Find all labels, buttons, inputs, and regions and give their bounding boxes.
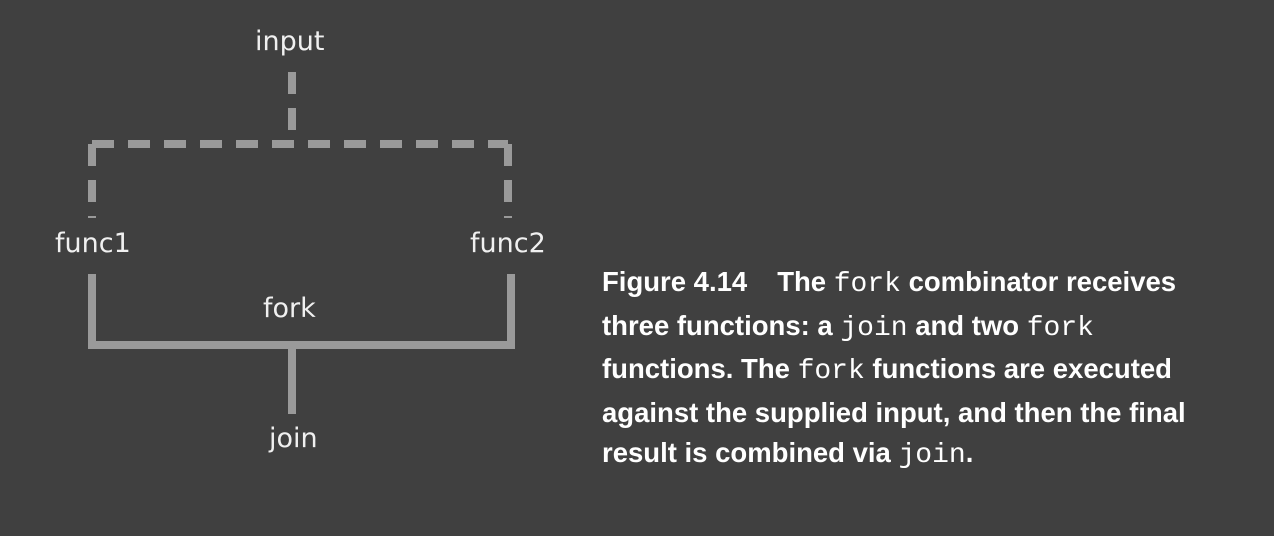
caption-code: fork (797, 356, 865, 387)
caption-code: join (840, 312, 908, 344)
caption-text: combinator receives (900, 266, 1177, 297)
caption-text: The (777, 266, 834, 297)
caption-line-5: result is combined via join. (602, 433, 1270, 477)
caption-text: functions. The (602, 353, 798, 384)
figure-number: Figure 4.14 (602, 266, 748, 297)
caption-line-3: functions. The fork functions are execut… (602, 349, 1270, 393)
caption-text: functions are executed (864, 353, 1172, 384)
caption-text: and two (907, 309, 1027, 341)
caption-code: join (898, 440, 966, 471)
caption-line-2: three functions: a join and two fork (602, 306, 1270, 350)
caption-code: fork (833, 269, 901, 300)
caption-line-4: against the supplied input, and then the… (602, 396, 1186, 428)
caption-text: . (965, 437, 974, 468)
solid-fork-connector (88, 274, 515, 414)
caption-code: fork (1026, 312, 1094, 344)
func2-label: func2 (470, 228, 546, 259)
func1-label: func1 (55, 228, 131, 259)
dashed-input-connector (88, 72, 512, 218)
caption-text: result is combined via (602, 437, 899, 468)
caption-line-1: Figure 4.14 The fork combinator receives (602, 262, 1270, 306)
input-label: input (255, 26, 325, 57)
fork-diagram (88, 72, 515, 414)
fork-label: fork (263, 293, 316, 324)
join-label: join (269, 423, 318, 454)
caption-text: three functions: a (602, 309, 841, 341)
